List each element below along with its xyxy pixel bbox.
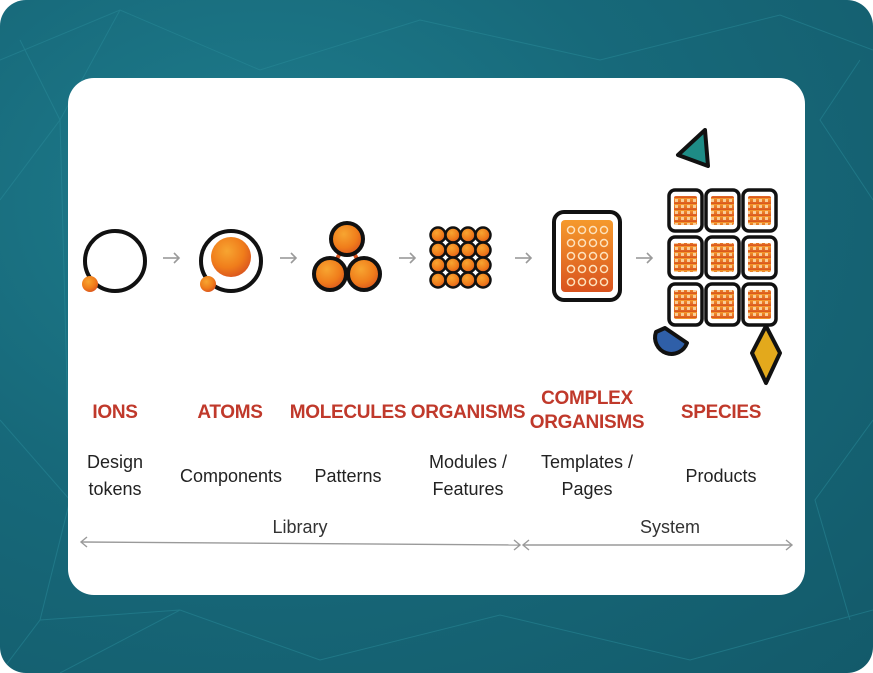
diagram-card: IONS ATOMS MOLECULES ORGANISMS COMPLEX O…: [68, 78, 805, 595]
arrow-right-icon: [636, 252, 654, 264]
arrow-right-icon: [280, 252, 298, 264]
molecule-icon: [312, 221, 382, 292]
stage-title-complex-organisms: COMPLEX ORGANISMS: [529, 388, 645, 433]
ion-icon: [82, 229, 147, 293]
stage-title-species: SPECIES: [680, 402, 762, 423]
stage-title-molecules: MOLECULES: [289, 402, 407, 423]
atom-icon: [199, 229, 263, 293]
arrow-right-icon: [515, 252, 533, 264]
organism-icon: [429, 226, 492, 289]
atomic-design-diagram: [79, 128, 794, 551]
stage-desc-atoms: Components: [179, 466, 283, 486]
arrow-right-icon: [163, 252, 181, 264]
arrow-right-icon: [399, 252, 417, 264]
library-label: Library: [272, 517, 328, 537]
complex-organism-icon: [552, 210, 622, 302]
system-range-arrow: [521, 539, 794, 551]
stage-title-atoms: ATOMS: [197, 402, 263, 423]
species-icon: [653, 128, 782, 385]
stage-title-ions: IONS: [92, 402, 138, 423]
stage-desc-molecules: Patterns: [314, 466, 382, 486]
library-range-arrow: [79, 536, 522, 551]
system-label: System: [639, 517, 700, 537]
stage-title-organisms: ORGANISMS: [410, 402, 526, 423]
stage-desc-complex-organisms: Templates / Pages: [540, 452, 634, 499]
stage-desc-species: Products: [685, 466, 757, 486]
stage-desc-ions: Design tokens: [86, 452, 144, 499]
stage-desc-organisms: Modules / Features: [428, 452, 508, 499]
